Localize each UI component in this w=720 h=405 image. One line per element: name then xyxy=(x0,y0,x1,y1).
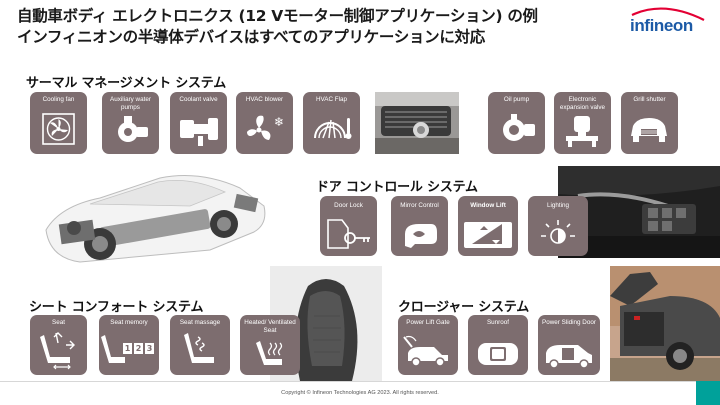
tile-door-lock[interactable]: Door Lock xyxy=(320,196,377,256)
expansion-valve-icon xyxy=(566,116,598,147)
title-line-1: 自動車ボディ エレクトロニクス (12 Vモーター制御アプリケーション) の例 xyxy=(17,7,538,25)
heated-seat-icon xyxy=(256,341,283,365)
tile-heated-ventilated-seat[interactable]: Heated/ Ventilated Seat xyxy=(240,315,300,375)
door-section-title: ドア コントロール システム xyxy=(316,180,478,195)
tile-seat-memory[interactable]: Seat memory 1 2 3 xyxy=(99,315,159,375)
seat-photo xyxy=(270,266,382,381)
car-chassis-illustration xyxy=(45,175,266,263)
tile-hvac-blower[interactable]: HVAC blower ❄ xyxy=(236,92,293,154)
tile-power-lift-gate[interactable]: Power Lift Gate xyxy=(398,315,458,375)
seat-section-title: シート コンフォート システム xyxy=(29,300,204,315)
logo-text: infineon xyxy=(630,16,693,35)
tile-coolant-valve[interactable]: Coolant valve xyxy=(170,92,227,154)
tile-label: Sunroof xyxy=(486,319,510,326)
cooling-fan-icon xyxy=(42,113,75,145)
footer-divider xyxy=(0,381,720,382)
hvac-flap-icon xyxy=(314,118,352,139)
water-pump-icon xyxy=(118,116,148,142)
tile-label: Auxiliary water pumps xyxy=(110,96,151,111)
tile-label: Window Lift xyxy=(470,202,506,209)
accent-bar xyxy=(696,381,720,405)
tile-label: Heated/ Ventilated Seat xyxy=(244,319,296,334)
door-lock-icon xyxy=(327,219,370,249)
tile-label: Electronic expansion valve xyxy=(559,96,606,111)
tile-label: Coolant valve xyxy=(179,96,218,103)
footer-copyright: Copyright © Infineon Technologies AG 202… xyxy=(281,390,439,396)
tile-label: HVAC Flap xyxy=(315,96,348,103)
tile-label: Seat xyxy=(52,319,65,326)
tile-label: Power Sliding Door xyxy=(542,319,596,326)
coolant-valve-icon xyxy=(180,118,218,146)
oil-pump-icon xyxy=(503,114,535,141)
window-lift-icon xyxy=(464,222,512,248)
tile-label: Door Lock xyxy=(334,202,363,209)
grill-shutter-icon xyxy=(631,118,667,142)
tile-oil-pump[interactable]: Oil pump xyxy=(488,92,545,154)
seat-memory-digit-2: 2 xyxy=(135,344,142,353)
hvac-blower-icon: ❄ xyxy=(247,115,284,140)
closure-section-title: クロージャー システム xyxy=(398,300,530,315)
tile-hvac-flap[interactable]: HVAC Flap xyxy=(303,92,360,154)
svg-text:❄: ❄ xyxy=(274,115,284,129)
tile-power-sliding-door[interactable]: Power Sliding Door xyxy=(538,315,600,375)
seat-massage-icon xyxy=(184,333,214,363)
power-lift-gate-photo xyxy=(610,266,720,381)
tile-seat-massage[interactable]: Seat massage xyxy=(170,315,230,375)
tile-label: Oil pump xyxy=(503,96,530,103)
tile-label: Mirror Control xyxy=(400,202,439,209)
seat-memory-icon xyxy=(101,335,154,363)
tile-sunroof[interactable]: Sunroof xyxy=(468,315,528,375)
sunroof-icon xyxy=(478,343,518,365)
tile-label: Cooling fan xyxy=(42,96,75,103)
seat-memory-digit-3: 3 xyxy=(146,344,153,353)
power-lift-gate-icon xyxy=(403,335,448,367)
tile-label: Seat massage xyxy=(179,319,221,326)
tile-label: Power Lift Gate xyxy=(406,319,450,326)
tile-seat[interactable]: Seat xyxy=(30,315,87,375)
tile-label: HVAC blower xyxy=(245,96,284,103)
seat-memory-digit-1: 1 xyxy=(124,344,131,353)
tile-label: Lighting xyxy=(546,202,570,209)
thermal-section-title: サーマル マネージメント システム xyxy=(26,76,227,91)
tile-label: Grill shutter xyxy=(633,96,666,103)
tile-label: Seat memory xyxy=(110,319,148,326)
tile-window-lift[interactable]: Window Lift xyxy=(458,196,518,256)
sliding-door-icon xyxy=(546,345,592,369)
tile-auxiliary-water-pumps[interactable]: Auxiliary water pumps xyxy=(102,92,159,154)
seat-icon xyxy=(40,332,75,370)
infineon-logo: infineon xyxy=(624,6,712,42)
mirror-control-icon xyxy=(405,224,437,248)
lighting-icon xyxy=(541,220,575,244)
logo-arc-icon xyxy=(631,7,705,21)
tile-cooling-fan[interactable]: Cooling fan xyxy=(30,92,87,154)
tile-mirror-control[interactable]: Mirror Control xyxy=(391,196,448,256)
tile-lighting[interactable]: Lighting xyxy=(528,196,588,256)
hvac-vent-photo xyxy=(375,92,459,154)
title-line-2: インフィニオンの半導体デバイスはすべてのアプリケーションに対応 xyxy=(17,28,485,46)
slide-title: 自動車ボディ エレクトロニクス (12 Vモーター制御アプリケーション) の例 … xyxy=(17,6,538,48)
tile-electronic-expansion-valve[interactable]: Electronic expansion valve xyxy=(554,92,611,154)
tile-grill-shutter[interactable]: Grill shutter xyxy=(621,92,678,154)
